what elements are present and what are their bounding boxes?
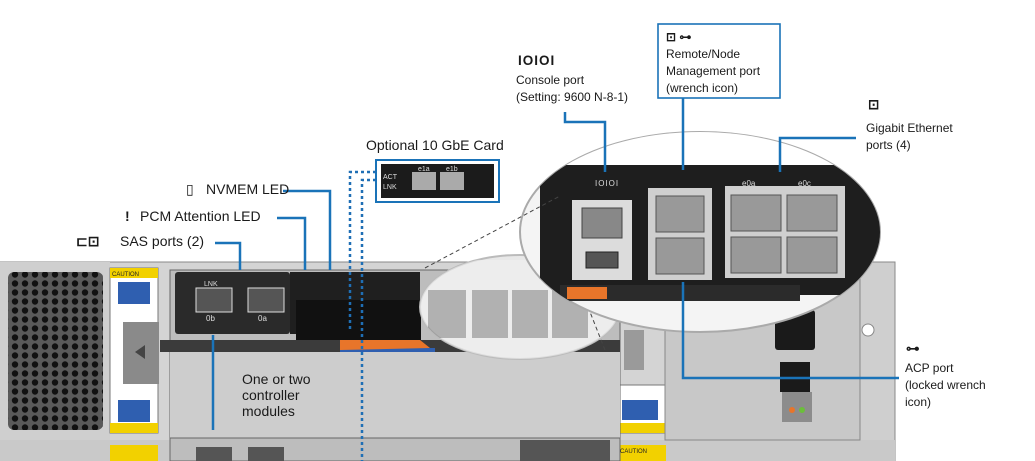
controller-label-line1: One or two — [242, 371, 311, 387]
nvmem-leader — [283, 189, 332, 270]
gig-port-e0a: e0a — [742, 179, 756, 188]
pcm-attention-label: PCM Attention LED — [140, 208, 261, 224]
controller-module-bottom — [169, 437, 621, 461]
power-supply-latch — [123, 322, 159, 384]
sas-ports-label: SAS ports (2) — [120, 233, 205, 249]
acp-port-line1: ACP port — [905, 361, 954, 375]
console-port-icon-small: IOIOI — [595, 179, 620, 188]
console-port-icon: IOIOI — [518, 53, 556, 68]
port-lnk-label: LNK — [204, 281, 218, 288]
caution-text-left: CAUTION — [112, 272, 139, 278]
console-port-setting: (Setting: 9600 N-8-1) — [516, 90, 629, 104]
acp-port-line2: (locked wrench — [905, 378, 986, 392]
optional-card-title: Optional 10 GbE Card — [366, 137, 504, 153]
port-0a-label: 0a — [258, 314, 267, 323]
gigabit-ethernet-icon: ⊡ — [868, 97, 880, 112]
port-0b-label: 0b — [206, 314, 215, 323]
console-port-title: Console port — [516, 73, 585, 87]
remote-mgmt-box — [657, 23, 781, 99]
acp-port-line3: icon) — [905, 395, 932, 409]
controller-label-line2: controller — [242, 387, 300, 403]
optional-card-dotted-leader — [348, 170, 376, 461]
card-lnk-label: LNK — [383, 184, 397, 191]
remote-mgmt-line2: Management port — [666, 64, 761, 78]
controller-label-line3: modules — [242, 403, 295, 419]
zoom-guide-top — [424, 195, 561, 269]
console-leader — [563, 112, 607, 172]
acp-leader — [681, 282, 899, 380]
big-magnifier — [519, 131, 881, 333]
pcm-attention-icon: ! — [125, 208, 130, 224]
sas-leader — [215, 241, 242, 270]
sas-port-icon: ⊏⊡ — [76, 233, 100, 249]
gigabit-ethernet-line2: ports (4) — [866, 138, 911, 152]
gigabit-ethernet-line1: Gigabit Ethernet — [866, 121, 953, 135]
pcm-leader — [277, 216, 307, 270]
gig-port-e0c: e0c — [798, 179, 811, 188]
remote-mgmt-line3: (wrench icon) — [666, 81, 739, 95]
optional-card-box — [375, 159, 500, 203]
card-port-b-label: e1b — [446, 166, 458, 173]
card-act-label: ACT — [383, 174, 397, 181]
remote-mgmt-icon: ⊡ ⊶ — [666, 30, 692, 44]
nvmem-led-icon: ▯ — [186, 181, 194, 197]
remote-mgmt-line1: Remote/Node — [666, 47, 741, 61]
acp-port-icon: ⊶ — [906, 341, 920, 356]
caution-text-right: CAUTION — [620, 449, 647, 455]
callout-leaders — [211, 98, 899, 430]
nvmem-led-label: NVMEM LED — [206, 181, 290, 197]
gig-leader — [778, 136, 856, 172]
card-port-a-label: e1a — [418, 166, 430, 173]
